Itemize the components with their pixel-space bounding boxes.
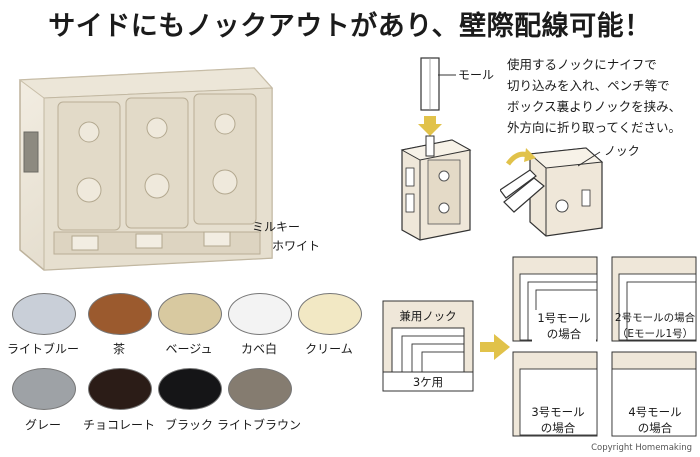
- instruction-line: ボックス裏よりノックを挟み、: [507, 99, 682, 114]
- swatch-light-blue: [12, 293, 76, 335]
- instructions: 使用するノックにナイフで 切り込みを入れ、ペンチ等で ボックス裏よりノックを挟み…: [507, 54, 697, 138]
- option-2-label: 2号モールの場合 （Eモール1号）: [613, 310, 697, 342]
- swatch-label-black: ブラック: [164, 418, 213, 432]
- instruction-line: 切り込みを入れ、ペンチ等で: [507, 78, 670, 93]
- swatch-light-brown: [228, 368, 292, 410]
- shared-knock-panel: [382, 300, 474, 392]
- option-3-line2: の場合: [540, 421, 576, 435]
- swatch-label-beige: ベージュ: [165, 342, 213, 356]
- knock-leader-line: [578, 151, 601, 167]
- mall-label: モール: [458, 68, 495, 82]
- swatch-label-cream: クリーム: [305, 342, 353, 356]
- option-3-line1: 3号モール: [531, 405, 585, 419]
- product-color-label-line1: ミルキー: [252, 220, 301, 234]
- swatch-label-brown: 茶: [112, 342, 125, 356]
- installation-diagram: [400, 57, 472, 241]
- swatch-gray: [12, 368, 76, 410]
- knock-label: ノック: [604, 144, 640, 158]
- swatch-cream: [298, 293, 362, 335]
- swatch-label-light-blue: ライトブルー: [6, 342, 79, 356]
- option-4-line2: の場合: [637, 421, 673, 435]
- instruction-line: 外方向に折り取ってください。: [507, 120, 682, 135]
- swatch-beige: [158, 293, 222, 335]
- shared-knock-caption: 3ケ用: [412, 375, 444, 389]
- copyright: Copyright Homemaking: [591, 443, 692, 453]
- option-2-line2: （Eモール1号）: [616, 328, 694, 340]
- page-title: サイドにもノックアウトがあり、壁際配線可能！: [48, 11, 652, 42]
- option-2-line1: 2号モールの場合: [614, 312, 696, 324]
- option-4-line1: 4号モール: [628, 405, 682, 419]
- swatch-black: [158, 368, 222, 410]
- shared-knock-label: 兼用ノック: [399, 309, 457, 323]
- swatch-wall-white: [228, 293, 292, 335]
- mall-leader-line: [438, 74, 456, 76]
- swatch-label-wall-white: カベ白: [240, 342, 277, 356]
- option-4-label: 4号モール の場合: [613, 404, 697, 436]
- swatch-label-gray: グレー: [24, 418, 61, 432]
- knock-break-illustration: [500, 147, 604, 237]
- swatch-brown: [88, 293, 152, 335]
- color-swatches: ライトブルー 茶 ベージュ カベ白 クリーム グレー チョコレート ブラック ラ…: [0, 290, 370, 440]
- product-color-label: ミルキー ホワイト: [252, 218, 342, 256]
- option-1-line2: の場合: [546, 327, 582, 341]
- instruction-line: 使用するノックにナイフで: [507, 57, 657, 72]
- product-color-label-line2: ホワイト: [272, 239, 321, 253]
- swatch-chocolate: [88, 368, 152, 410]
- swatch-label-chocolate: チョコレート: [82, 418, 155, 432]
- product-image: [18, 67, 274, 271]
- option-1-line1: 1号モール: [537, 311, 591, 325]
- swatch-label-light-brown: ライトブラウン: [216, 418, 301, 432]
- option-1-label: 1号モール の場合: [532, 310, 596, 342]
- arrow-right-icon: [480, 334, 510, 360]
- option-3-label: 3号モール の場合: [522, 404, 594, 436]
